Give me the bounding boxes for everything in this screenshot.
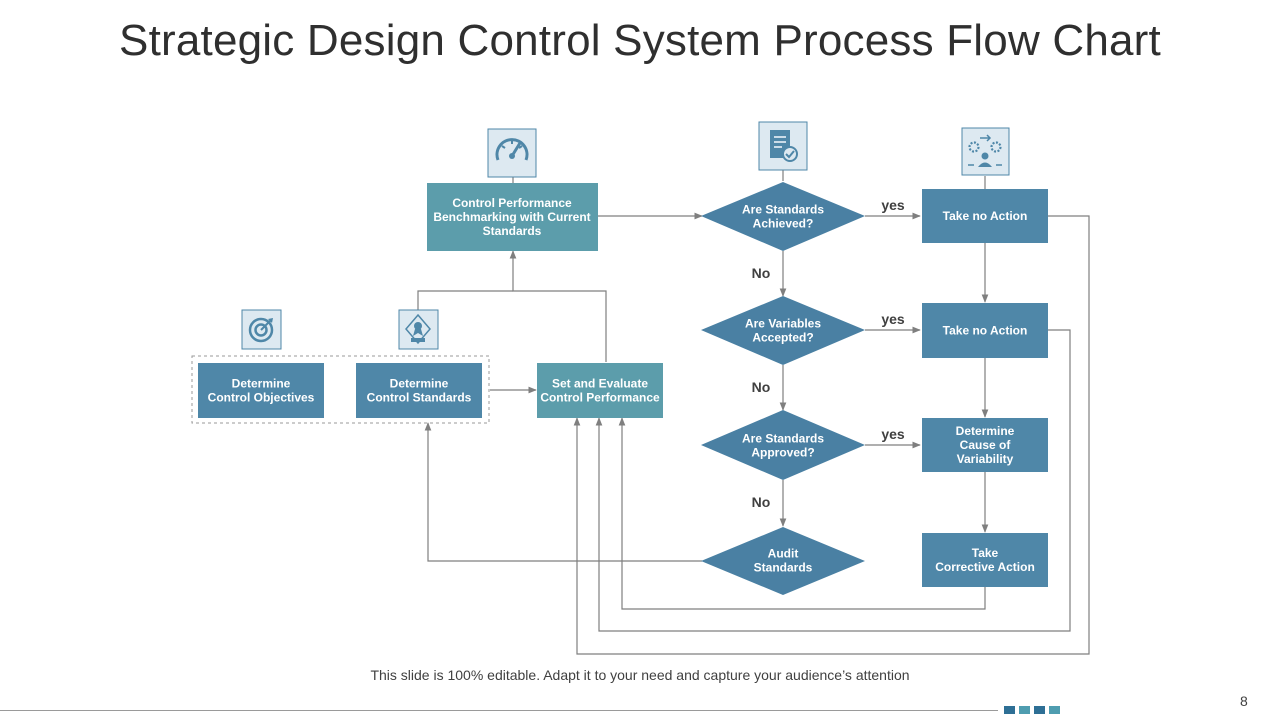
edge-standards-up-junction [417, 290, 513, 310]
yes-label-achieved: yes [881, 197, 905, 213]
no-action-1-label: Take no Action [943, 209, 1028, 223]
document-check-icon [758, 121, 808, 171]
edge-noaction2-loop [595, 329, 1071, 632]
no-label-variables: No [752, 379, 771, 395]
page-title: Strategic Design Control System Process … [119, 16, 1161, 65]
certificate-icon [398, 309, 439, 350]
edge-corrective-loop [618, 417, 986, 610]
footnote-text: This slide is 100% editable. Adapt it to… [370, 667, 910, 683]
speedometer-icon [487, 128, 537, 178]
team-settings-icon [961, 127, 1010, 176]
no-action-2-label: Take no Action [943, 324, 1028, 338]
footer-dot-4 [1049, 706, 1060, 714]
footer-rule [0, 710, 998, 711]
yes-label-variables: yes [881, 311, 905, 327]
footer-dots [1004, 706, 1060, 714]
edge-audit-to-standards [424, 422, 702, 562]
node-no-action-2: Take no Action [922, 303, 1048, 358]
page-number: 8 [1240, 693, 1248, 709]
node-no-action-1: Take no Action [922, 189, 1048, 243]
edge-noaction1-loop [573, 215, 1090, 655]
footer-dot-2 [1019, 706, 1030, 714]
yes-label-approved: yes [881, 426, 905, 442]
edge-evaluate-to-benchmarking [509, 250, 607, 362]
no-label-achieved: No [752, 265, 771, 281]
target-icon [241, 309, 282, 350]
no-label-approved: No [752, 494, 771, 510]
footer-dot-1 [1004, 706, 1015, 714]
connectors [417, 170, 1090, 655]
footer-dot-3 [1034, 706, 1045, 714]
objectives-group-frame [191, 355, 490, 424]
